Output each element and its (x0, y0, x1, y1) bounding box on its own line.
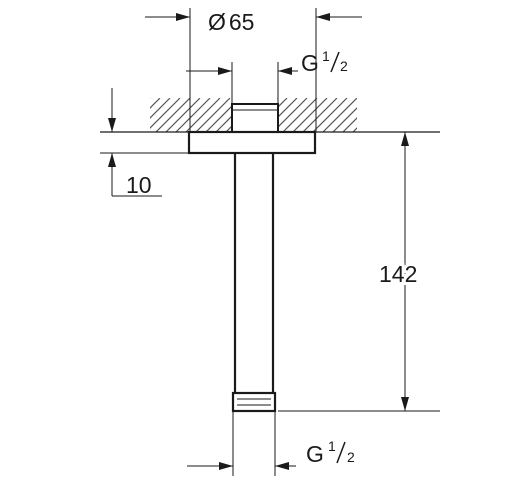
hatch-line (150, 98, 171, 119)
hatch-line (292, 98, 328, 132)
bottom-thread-numerator: 1 (328, 438, 336, 454)
hatch-line (332, 107, 357, 132)
top-thread-stub (231, 103, 279, 133)
shower-arm-tube (233, 153, 275, 393)
hatch-line (373, 98, 407, 132)
length-dimension: 142 (278, 132, 440, 412)
flange-depth-dimension: 10 (100, 88, 189, 198)
top-thread-label: G (301, 50, 319, 76)
flange-depth-label: 10 (126, 172, 152, 198)
hatch-line (282, 98, 318, 132)
ceiling-hatch (150, 98, 417, 132)
hatch-line (150, 98, 151, 99)
hatch-line (165, 98, 201, 132)
hatch-line (302, 98, 338, 132)
length-label: 142 (379, 261, 417, 287)
bottom-thread-denominator: 2 (347, 449, 355, 465)
hatch-line (277, 98, 298, 119)
hatch-line (150, 98, 161, 109)
hatch-line (352, 127, 357, 132)
hatch-line (185, 98, 221, 132)
diameter-value: 65 (229, 9, 255, 35)
ceiling-flange (187, 130, 317, 155)
hatch-line (312, 98, 348, 132)
hatch-line (215, 115, 232, 132)
hatch-line (363, 98, 397, 132)
hatch-line (155, 98, 191, 132)
bottom-thread-label: G (306, 441, 324, 467)
diameter-symbol: Ø (208, 9, 226, 35)
hatch-line (322, 98, 357, 132)
top-thread-dimension: G 1 2 (186, 48, 348, 104)
hatch-line (175, 98, 211, 132)
hatch-line (205, 105, 232, 132)
hatch-line (342, 117, 357, 132)
bottom-thread-dimension: G 1 2 (187, 411, 355, 476)
bottom-thread-nut (231, 391, 277, 413)
hatch-line (383, 98, 417, 132)
hatch-line (150, 98, 181, 129)
top-thread-denominator: 2 (340, 58, 348, 74)
hatch-line (277, 98, 288, 109)
top-thread-numerator: 1 (322, 48, 330, 64)
hatch-line (195, 98, 231, 132)
